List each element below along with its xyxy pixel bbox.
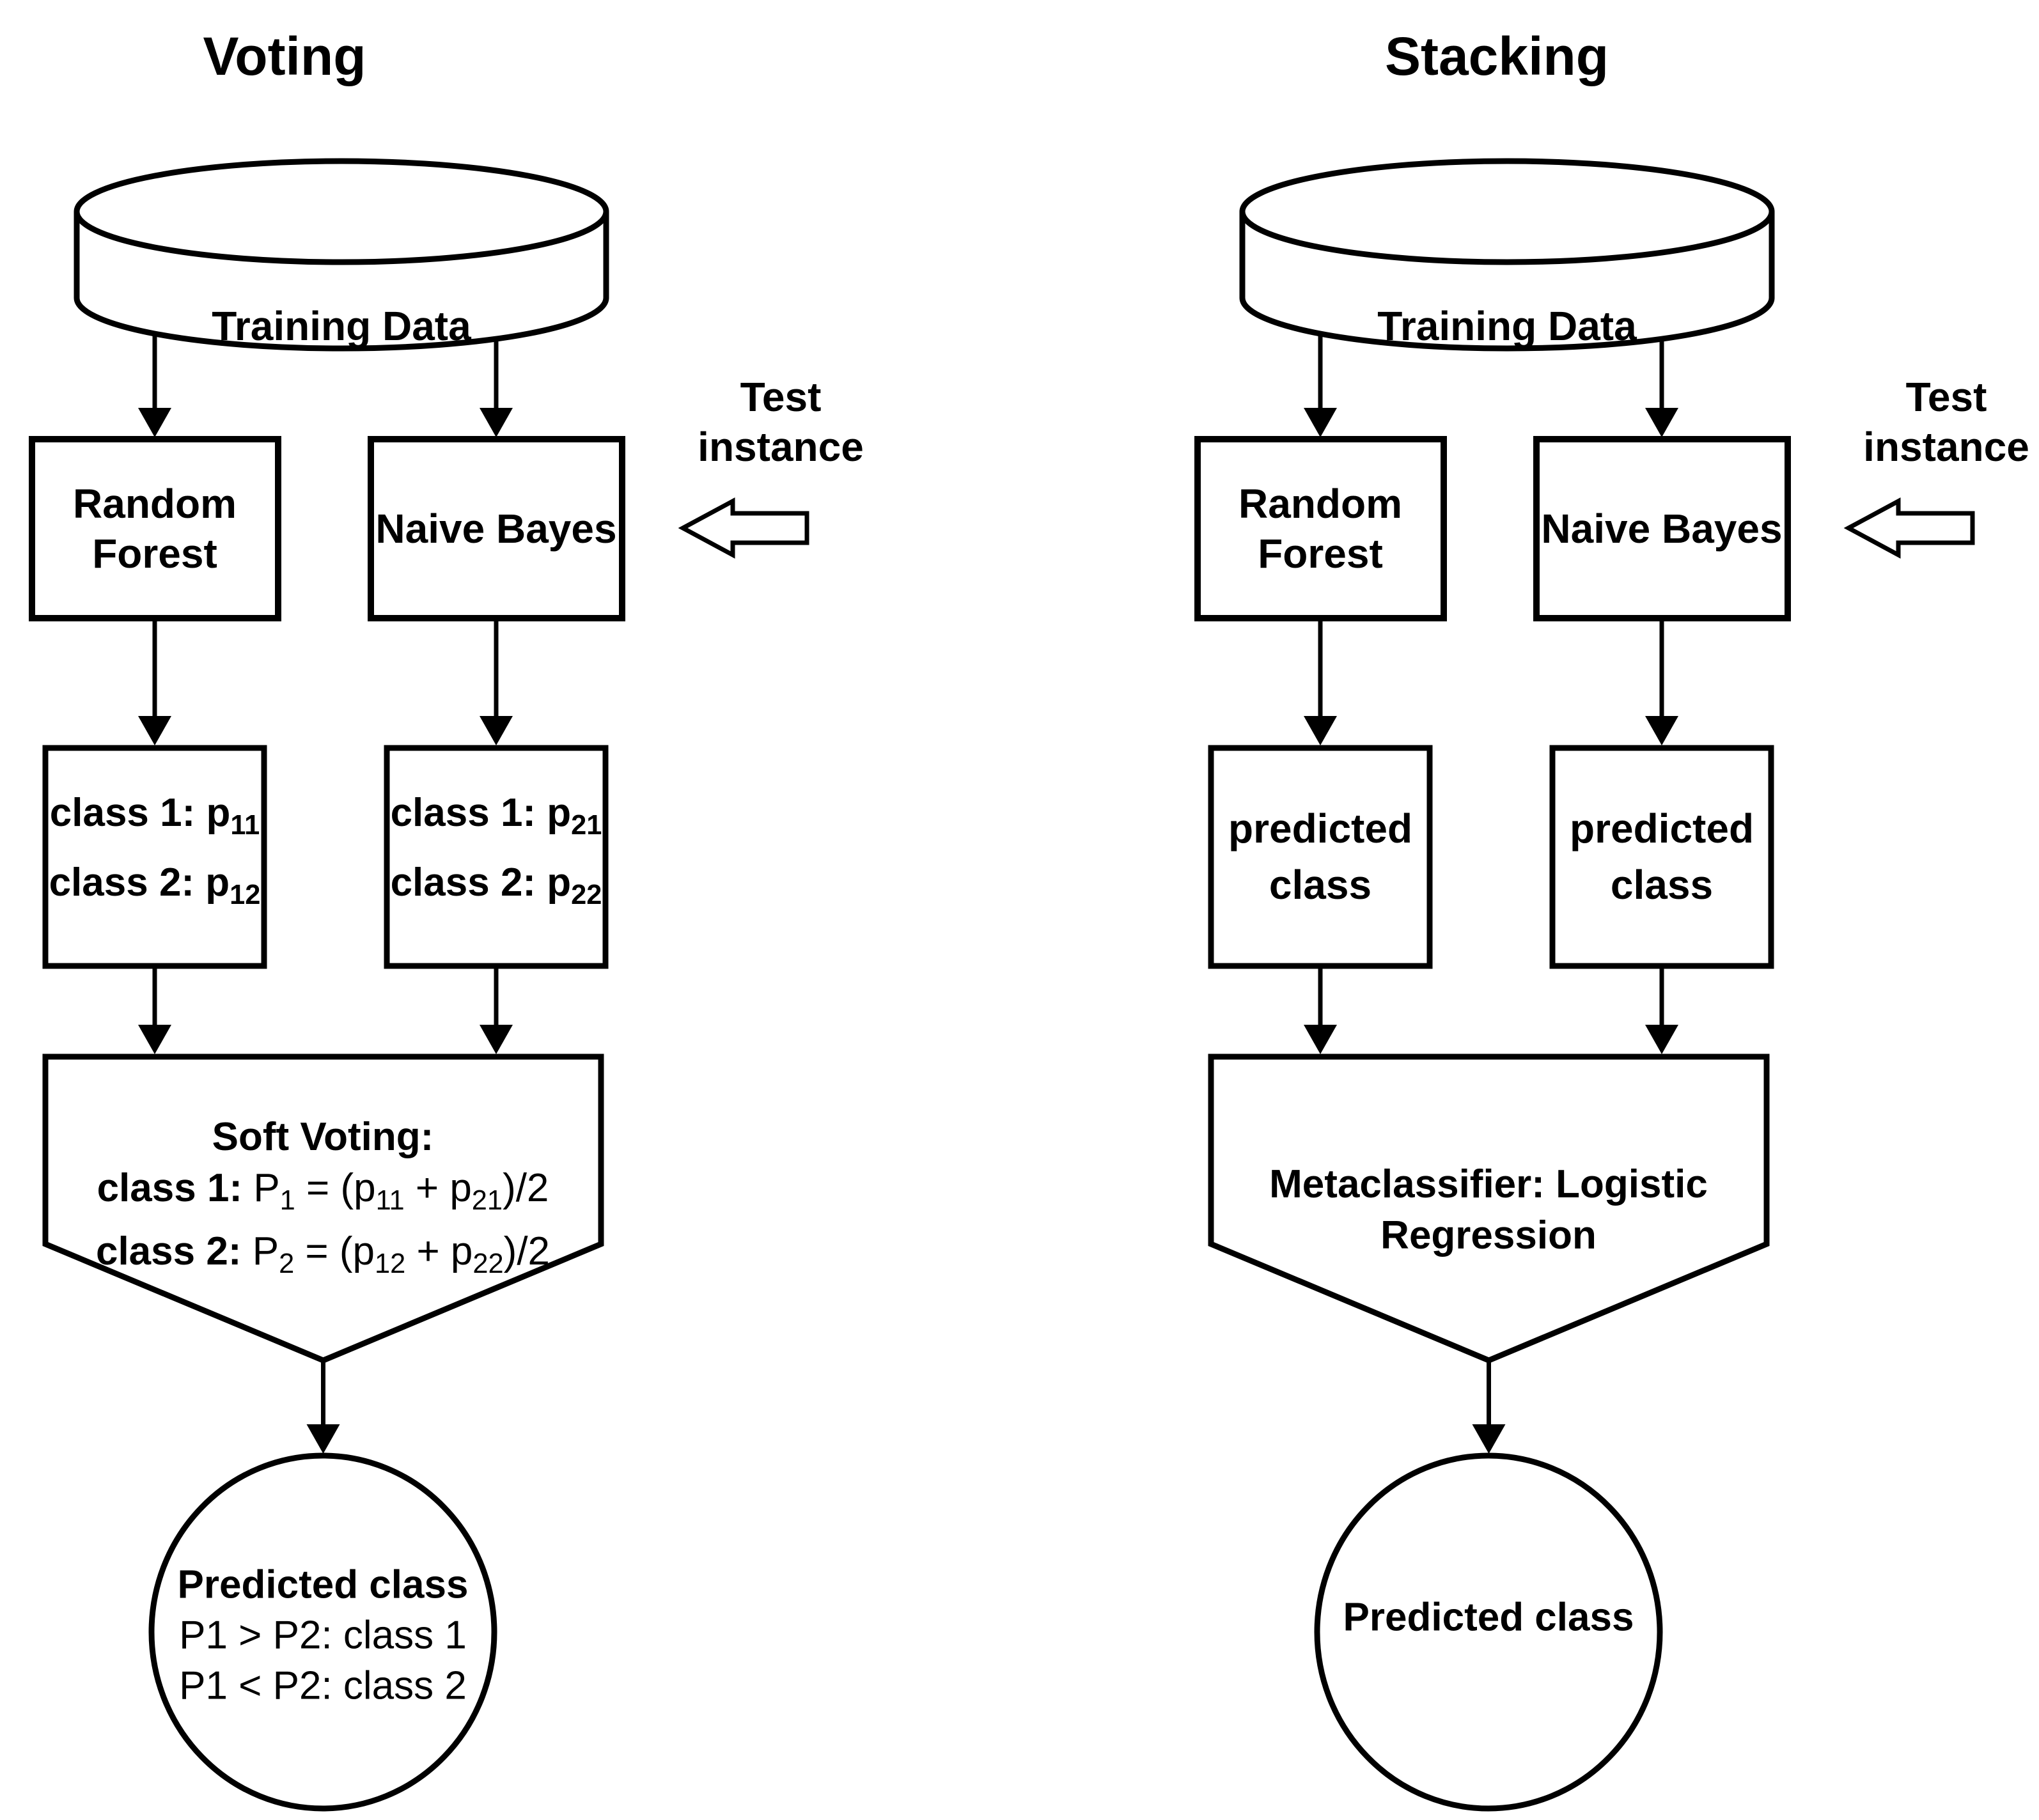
voting-rf-probabilities-text: class 1: p11 class 2: p12	[49, 790, 261, 911]
voting-random-forest-label: Random Forest	[73, 481, 237, 577]
voting-arrow-probs2-to-combiner	[480, 966, 513, 1054]
stacking-predicted-class-circle	[1314, 1452, 1663, 1812]
stacking-naive-bayes-box	[1533, 436, 1791, 621]
stacking-training-data-label: Training Data	[1377, 303, 1637, 349]
voting-title: Voting	[203, 26, 366, 86]
voting-training-data-label: Training Data	[212, 303, 471, 349]
stacking-naive-bayes-label: Naive Bayes	[1541, 506, 1783, 552]
stacking-title: Stacking	[1384, 26, 1609, 86]
voting-arrow-nb-to-probs	[480, 618, 513, 745]
stacking-training-data-cylinder-top	[1239, 158, 1775, 265]
stacking-nb-predicted-box	[1549, 745, 1774, 969]
stacking-arrow-pred1-to-combiner	[1304, 966, 1337, 1054]
stacking-test-instance-label: Test instance	[1863, 374, 2029, 470]
stacking-arrow-data-to-rf	[1304, 335, 1337, 437]
voting-arrow-probs1-to-combiner	[138, 966, 171, 1054]
stacking-arrow-nb-to-pred	[1645, 618, 1678, 745]
stacking-diagram	[1194, 158, 1975, 1812]
voting-predicted-class-circle	[148, 1452, 497, 1812]
voting-training-data-cylinder-top	[74, 158, 609, 265]
voting-arrow-rf-to-probs	[138, 618, 171, 745]
voting-soft-voting-text: Soft Voting: class 1: P1 = (p11 + p21)/2…	[95, 1114, 551, 1280]
stacking-random-forest-label: Random Forest	[1238, 481, 1402, 577]
stacking-nb-predicted-text: predicted class	[1569, 805, 1754, 908]
voting-naive-bayes-label: Naive Bayes	[375, 506, 617, 552]
voting-predicted-class-text: Predicted class P1 > P2: class 1 P1 < P2…	[177, 1562, 469, 1708]
stacking-arrow-rf-to-pred	[1304, 618, 1337, 745]
stacking-arrow-combiner-to-output	[1472, 1360, 1506, 1454]
stacking-arrow-data-to-nb	[1645, 339, 1678, 437]
voting-arrow-data-to-nb	[480, 339, 513, 437]
stacking-rf-predicted-text: predicted class	[1228, 805, 1413, 908]
stacking-metaclassifier-pentagon	[1208, 1054, 1770, 1364]
voting-diagram	[29, 158, 809, 1812]
stacking-metaclassifier-text: Metaclassifier: Logistic Regression	[1269, 1162, 1708, 1257]
voting-soft-voting-pentagon	[42, 1054, 604, 1364]
stacking-arrow-pred2-to-combiner	[1645, 966, 1678, 1054]
voting-test-instance-label: Test instance	[698, 374, 864, 470]
voting-test-instance-arrow-icon	[678, 497, 809, 559]
stacking-random-forest-box	[1194, 436, 1447, 621]
voting-arrow-data-to-rf	[138, 335, 171, 437]
voting-nb-probabilities-text: class 1: p21 class 2: p22	[390, 790, 602, 911]
voting-rf-probabilities-box	[42, 745, 267, 969]
stacking-test-instance-arrow-icon	[1843, 497, 1975, 559]
voting-arrow-combiner-to-output	[306, 1360, 340, 1454]
stacking-predicted-class-text: Predicted class	[1343, 1595, 1634, 1640]
